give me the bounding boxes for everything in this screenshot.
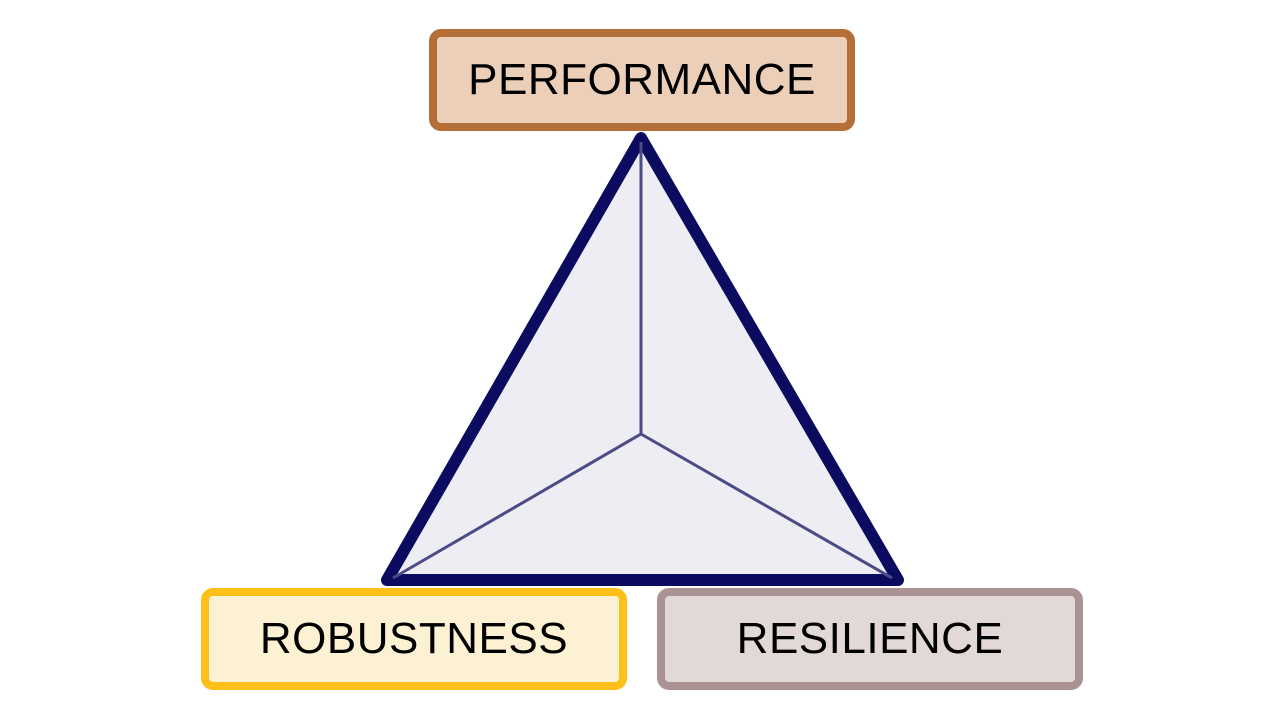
performance-label: PERFORMANCE [429, 29, 855, 131]
robustness-label: ROBUSTNESS [201, 588, 627, 690]
center-line-left [392, 432, 642, 580]
resilience-label: RESILIENCE [657, 588, 1083, 690]
center-line-right [640, 432, 893, 580]
